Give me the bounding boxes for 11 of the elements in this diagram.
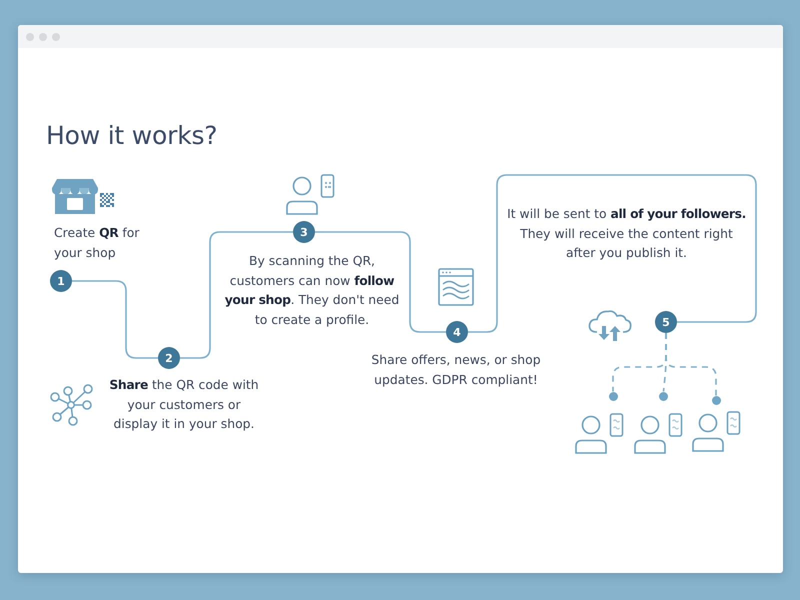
step-description: Share offers, news, or shop updates. GDPR compliant! — [370, 351, 542, 389]
step-description: Create QR for your shop — [54, 224, 140, 262]
connector-line — [315, 231, 446, 333]
connector-line — [72, 280, 158, 359]
step-description: By scanning the QR, customers can now follow your shop. They don't need to create a profile. — [224, 252, 400, 329]
step-description: Share the QR code with your customers or display it in your shop. — [108, 376, 260, 433]
step-description: It will be sent to all of your followers. They will receive the content right after you publish it. — [506, 205, 747, 262]
connector-line — [180, 231, 293, 359]
dashed-connector — [665, 333, 717, 396]
connector-line — [468, 174, 757, 333]
title: How it works? — [46, 121, 218, 150]
